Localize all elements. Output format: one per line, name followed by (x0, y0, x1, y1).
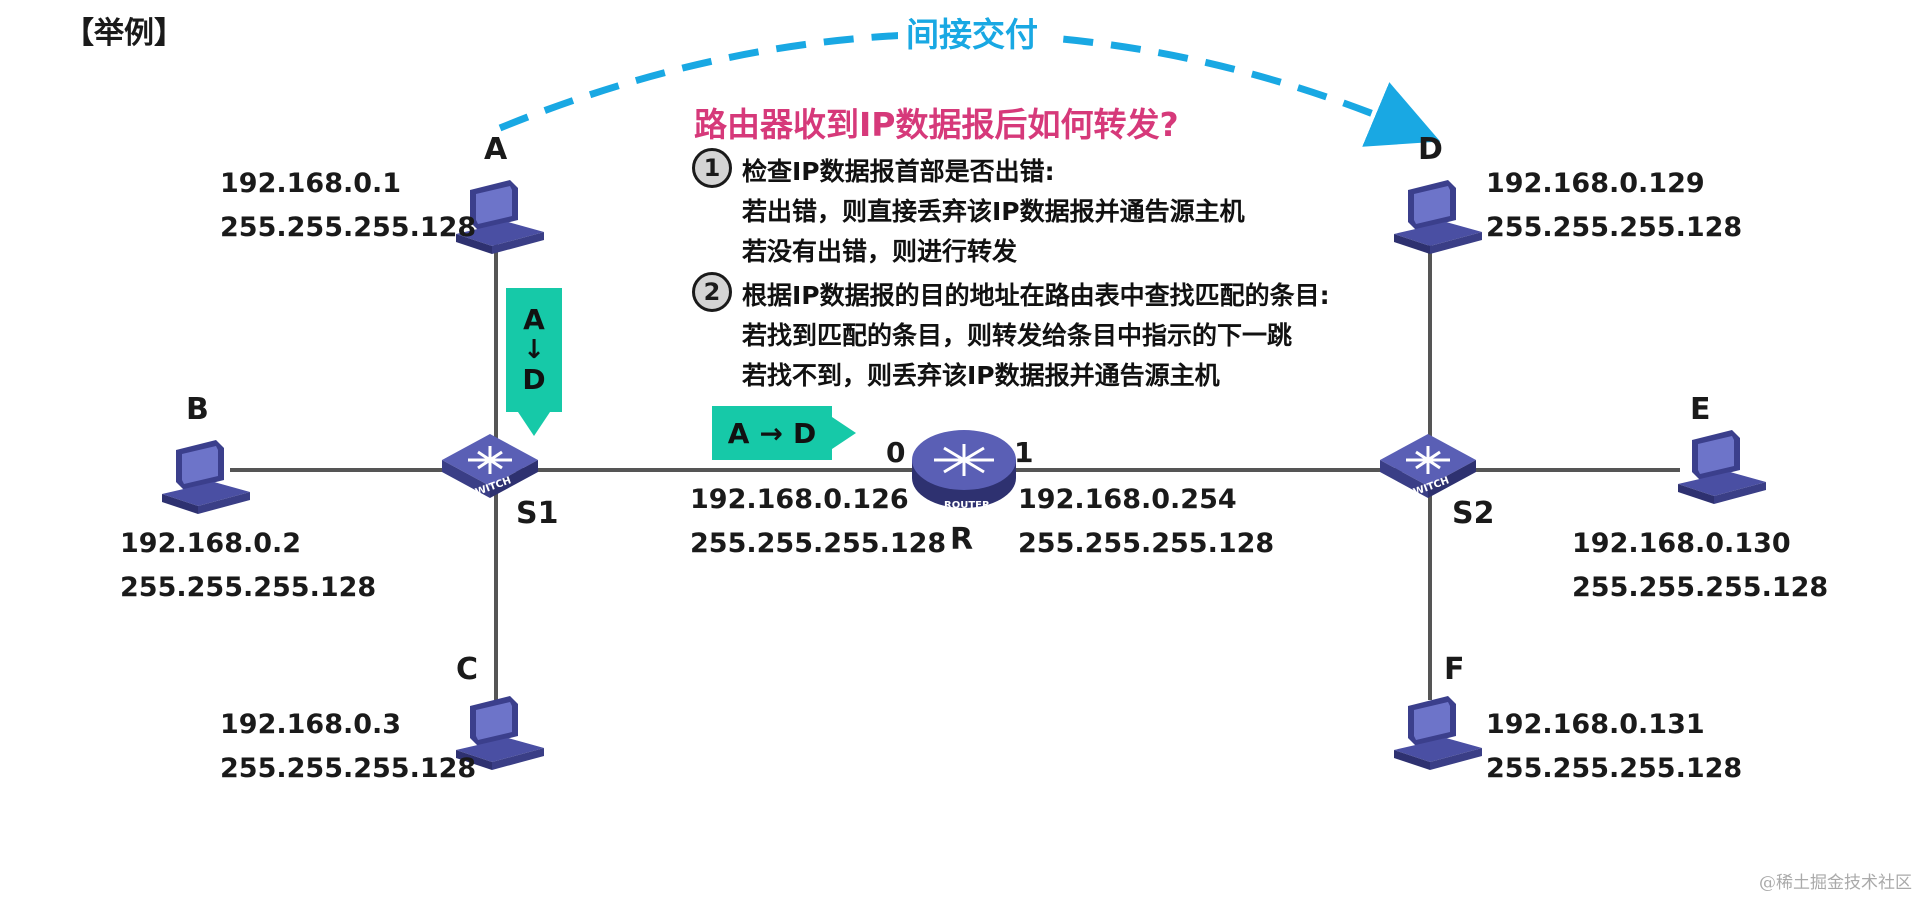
switch-s1-label: S1 (516, 496, 559, 531)
packet-tag-horizontal-pointer (832, 417, 856, 449)
watermark: @稀土掘金技术社区 (1759, 873, 1912, 893)
right-arrow-icon: → (759, 416, 783, 450)
packet-tag-vertical-pointer (518, 412, 550, 436)
router-port-0-label: 0 (886, 436, 906, 469)
host-c-ip: 192.168.0.3 (220, 709, 402, 740)
step-2-title: 根据IP数据报的目的地址在路由表中查找匹配的条目: (742, 281, 1330, 310)
host-c-address: 192.168.0.3 255.255.255.128 (220, 703, 476, 791)
step-1-line-1: 若出错，则直接丢弃该IP数据报并通告源主机 (742, 197, 1245, 226)
router-port-0-address: 192.168.0.126 255.255.255.128 (690, 478, 947, 566)
network-links (230, 240, 1680, 700)
router-port-1-ip: 192.168.0.254 (1018, 484, 1237, 515)
step-2-line-1: 若找到匹配的条目，则转发给条目中指示的下一跳 (742, 321, 1293, 350)
step-1-line-2: 若没有出错，则进行转发 (742, 237, 1018, 266)
host-b-address: 192.168.0.2 255.255.255.128 (120, 522, 376, 610)
host-f-computer-icon (1394, 696, 1482, 770)
packet-tag-vertical-from: A (523, 303, 545, 336)
host-f-mask: 255.255.255.128 (1486, 753, 1743, 784)
host-e-ip: 192.168.0.130 (1572, 528, 1791, 559)
host-d-computer-icon (1394, 180, 1482, 254)
host-e-address: 192.168.0.130 255.255.255.128 (1572, 522, 1828, 610)
host-a-address: 192.168.0.1 255.255.255.128 (220, 162, 476, 250)
host-e-name: E (1690, 392, 1711, 427)
host-d-address: 192.168.0.129 255.255.255.128 (1486, 162, 1742, 250)
example-label: 【举例】 (64, 16, 184, 51)
router-name: R (950, 522, 974, 557)
router-port-0-ip: 192.168.0.126 (690, 484, 909, 515)
packet-tag-vertical-to: D (522, 363, 546, 396)
host-b-ip: 192.168.0.2 (120, 528, 302, 559)
router-icon: ROUTER (912, 430, 1016, 511)
step-1-badge: 1 (692, 148, 732, 188)
host-a-name: A (484, 132, 508, 167)
router-port-0-mask: 255.255.255.128 (690, 528, 947, 559)
step-2-badge: 2 (692, 272, 732, 312)
host-f-name: F (1444, 652, 1465, 687)
host-b-mask: 255.255.255.128 (120, 572, 377, 603)
host-d-mask: 255.255.255.128 (1486, 212, 1743, 243)
indirect-delivery-arc (498, 30, 1441, 147)
router-port-1-address: 192.168.0.254 255.255.255.128 (1018, 478, 1274, 566)
router-port-1-mask: 255.255.255.128 (1018, 528, 1275, 559)
packet-tag-horizontal-from: A (727, 416, 750, 450)
packet-tag-horizontal: A → D (712, 406, 832, 460)
host-a-ip: 192.168.0.1 (220, 168, 402, 199)
router-port-1-label: 1 (1014, 436, 1034, 469)
down-arrow-icon: ↓ (523, 335, 545, 365)
step-1-title: 检查IP数据报首部是否出错: (742, 157, 1055, 186)
host-b-computer-icon (162, 440, 250, 514)
host-d-name: D (1418, 132, 1443, 167)
packet-tag-horizontal-to: D (792, 416, 817, 450)
packet-tag-vertical: A ↓ D (506, 288, 562, 412)
host-d-ip: 192.168.0.129 (1486, 168, 1705, 199)
indirect-delivery-label: 间接交付 (898, 8, 1046, 56)
step-2-line-2: 若找不到，则丢弃该IP数据报并通告源主机 (742, 361, 1220, 390)
host-f-ip: 192.168.0.131 (1486, 709, 1705, 740)
host-c-name: C (456, 652, 479, 687)
host-c-mask: 255.255.255.128 (220, 753, 477, 784)
host-a-mask: 255.255.255.128 (220, 212, 477, 243)
host-e-mask: 255.255.255.128 (1572, 572, 1829, 603)
host-f-address: 192.168.0.131 255.255.255.128 (1486, 703, 1742, 791)
forwarding-question: 路由器收到IP数据报后如何转发? (694, 105, 1179, 144)
host-b-name: B (186, 392, 209, 427)
host-e-computer-icon (1678, 430, 1766, 504)
switch-s2-label: S2 (1452, 496, 1495, 531)
router-device-text: ROUTER (944, 500, 990, 511)
